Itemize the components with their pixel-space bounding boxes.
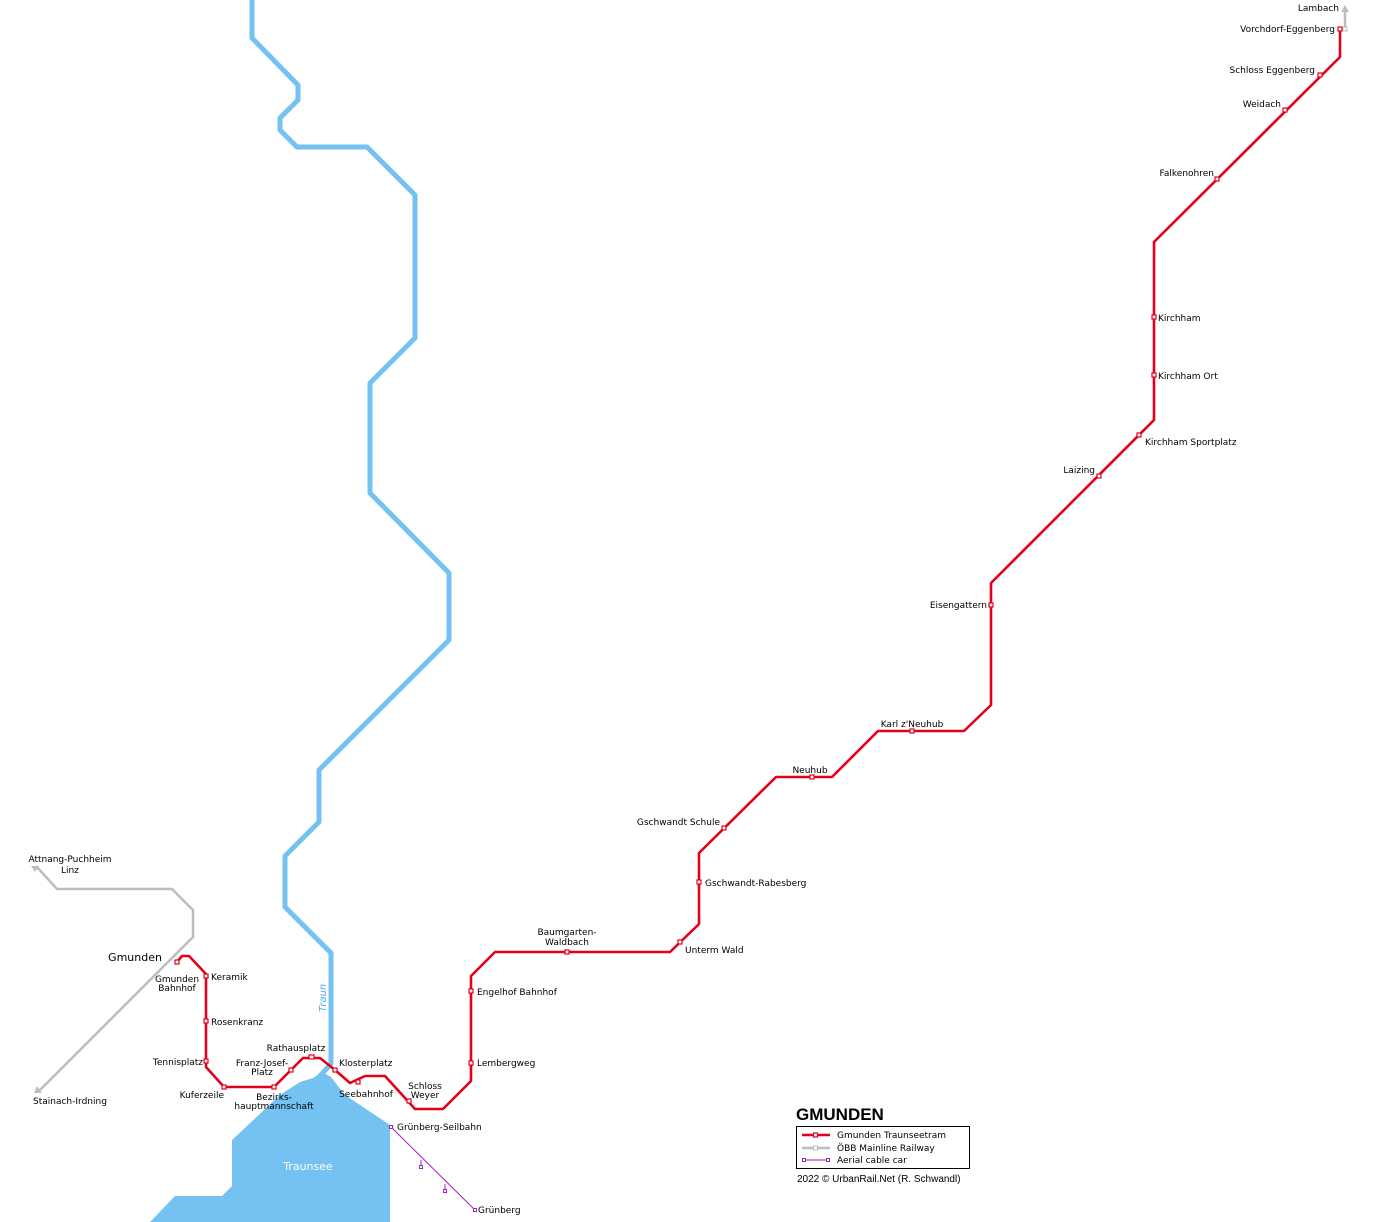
station-label-tennisplatz[interactable]: Tennisplatz: [152, 1058, 203, 1068]
railway-destination-attnang: Attnang-Puchheim: [28, 855, 111, 865]
station-label-rosenkranz[interactable]: Rosenkranz: [211, 1018, 263, 1028]
station-label-vorchdorf-eggenberg[interactable]: Vorchdorf-Eggenberg: [1240, 25, 1335, 35]
river-label: Traun: [318, 984, 329, 1012]
station-marker-schloss-weyer[interactable]: [406, 1098, 412, 1104]
station-label-gschwandt-schule[interactable]: Gschwandt Schule: [637, 818, 721, 828]
cable-car-pylon-base: [419, 1165, 423, 1169]
station-marker-eisengattern[interactable]: [988, 602, 994, 608]
legend: Gmunden Traunseetram ÖBB Mainline Railwa…: [796, 1126, 970, 1169]
station-label-unterm-wald[interactable]: Unterm Wald: [685, 946, 744, 956]
station-marker-neuhub[interactable]: [809, 774, 815, 780]
station-label-kuferzeile[interactable]: Kuferzeile: [180, 1091, 225, 1101]
station-label-franz-josef-platz[interactable]: Franz-Josef-Platz: [236, 1059, 288, 1078]
station-label-rathausplatz[interactable]: Rathausplatz: [267, 1044, 326, 1054]
station-marker-gschwandt-schule[interactable]: [721, 825, 727, 831]
credit-text: 2022 © UrbanRail.Net (R. Schwandl): [797, 1174, 961, 1185]
station-label-keramik[interactable]: Keramik: [211, 973, 248, 983]
station-marker-kirchham-ort[interactable]: [1151, 372, 1157, 378]
station-marker-vorchdorf-eggenberg[interactable]: [1337, 26, 1343, 32]
station-marker-schloss-eggenberg[interactable]: [1317, 72, 1323, 78]
station-marker-seebahnhof[interactable]: [355, 1079, 361, 1085]
station-marker-klosterplatz[interactable]: [332, 1067, 338, 1073]
station-label-weidach[interactable]: Weidach: [1243, 100, 1281, 110]
legend-item-cable: Aerial cable car: [802, 1156, 907, 1166]
station-label-klosterplatz[interactable]: Klosterplatz: [339, 1059, 393, 1069]
cable-car-pylon-base: [443, 1189, 447, 1193]
station-marker-keramik[interactable]: [203, 973, 209, 979]
station-label-karl-z-neuhub[interactable]: Karl z'Neuhub: [881, 720, 944, 730]
station-marker-gschwandt-rabesberg[interactable]: [696, 879, 702, 885]
station-marker-falkenohren[interactable]: [1214, 176, 1220, 182]
lake-traunsee: [150, 1072, 390, 1222]
lake-label: Traunsee: [282, 1160, 333, 1173]
station-marker-rathausplatz[interactable]: [308, 1054, 315, 1060]
tram-line: [176, 29, 1342, 1111]
station-marker-gmunden-bahnhof[interactable]: [174, 959, 180, 965]
station-marker-franz-josef-platz[interactable]: [288, 1067, 294, 1073]
railway-destination-stainach: Stainach-Irdning: [33, 1097, 107, 1107]
station-marker-laizing[interactable]: [1096, 473, 1102, 479]
legend-item-railway: ÖBB Mainline Railway: [802, 1143, 935, 1154]
station-marker-kirchham[interactable]: [1151, 314, 1157, 320]
station-label-kirchham-sportplatz[interactable]: Kirchham Sportplatz: [1145, 438, 1237, 448]
station-label-engelhof-bahnhof[interactable]: Engelhof Bahnhof: [477, 988, 558, 998]
station-marker-kuferzeile[interactable]: [221, 1084, 227, 1090]
station-label-laizing[interactable]: Laizing: [1063, 466, 1095, 476]
station-label-neuhub[interactable]: Neuhub: [792, 766, 827, 776]
cable-station-grunberg-seilbahn: [389, 1125, 393, 1129]
legend-item-tram: Gmunden Traunseetram: [802, 1131, 946, 1141]
tram-station-markers: [174, 26, 1348, 1104]
legend-label-cable: Aerial cable car: [837, 1156, 907, 1166]
station-marker-rosenkranz[interactable]: [203, 1018, 209, 1024]
legend-label-railway: ÖBB Mainline Railway: [837, 1143, 935, 1154]
station-label-bezirkshauptmannschaft[interactable]: Bezirks-hauptmannschaft: [234, 1093, 314, 1112]
station-label-kirchham[interactable]: Kirchham: [1158, 314, 1201, 324]
station-marker-karl-z-neuhub[interactable]: [909, 728, 915, 734]
station-marker-tennisplatz[interactable]: [203, 1058, 209, 1064]
station-label-eisengattern[interactable]: Eisengattern: [930, 601, 987, 611]
railway-arrow-south: [34, 1086, 42, 1093]
railway-line: [35, 865, 195, 1093]
river-traun: [249, 0, 452, 1080]
station-label-seebahnhof[interactable]: Seebahnhof: [339, 1090, 394, 1100]
station-marker-baumgarten-waldbach[interactable]: [564, 949, 570, 955]
railway-station-marker-vorchdorf: [1342, 26, 1348, 32]
station-marker-unterm-wald[interactable]: [677, 939, 683, 945]
station-marker-lembergweg[interactable]: [468, 1060, 474, 1066]
cable-car-line: [390, 1126, 476, 1211]
map-title: GMUNDEN: [796, 1105, 884, 1124]
legend-label-tram: Gmunden Traunseetram: [837, 1131, 946, 1141]
station-label-kirchham-ort[interactable]: Kirchham Ort: [1158, 372, 1218, 382]
station-label-schloss-eggenberg[interactable]: Schloss Eggenberg: [1230, 66, 1315, 76]
railway-destination-linz: Linz: [61, 866, 79, 876]
station-marker-weidach[interactable]: [1282, 107, 1288, 113]
cable-station-grunberg: [473, 1208, 477, 1212]
station-marker-kirchham-sportplatz[interactable]: [1136, 432, 1142, 438]
station-marker-bezirkshauptmannschaft[interactable]: [271, 1084, 277, 1090]
railway-arrow-lambach: [1341, 5, 1349, 12]
station-label-falkenohren[interactable]: Falkenohren: [1160, 169, 1214, 179]
station-label-baumgarten-waldbach[interactable]: Baumgarten-Waldbach: [537, 928, 596, 948]
railway-arrow-north: [31, 866, 39, 872]
station-marker-engelhof-bahnhof[interactable]: [468, 988, 474, 994]
cable-label-grunberg-seilbahn[interactable]: Grünberg-Seilbahn: [397, 1123, 482, 1133]
railway-destination-lambach: Lambach: [1298, 4, 1339, 14]
station-label-lembergweg[interactable]: Lembergweg: [477, 1059, 535, 1069]
station-label-gschwandt-rabesberg[interactable]: Gschwandt-Rabesberg: [705, 879, 806, 889]
city-label-gmunden: Gmunden: [108, 951, 162, 964]
cable-label-grunberg[interactable]: Grünberg: [478, 1206, 521, 1216]
